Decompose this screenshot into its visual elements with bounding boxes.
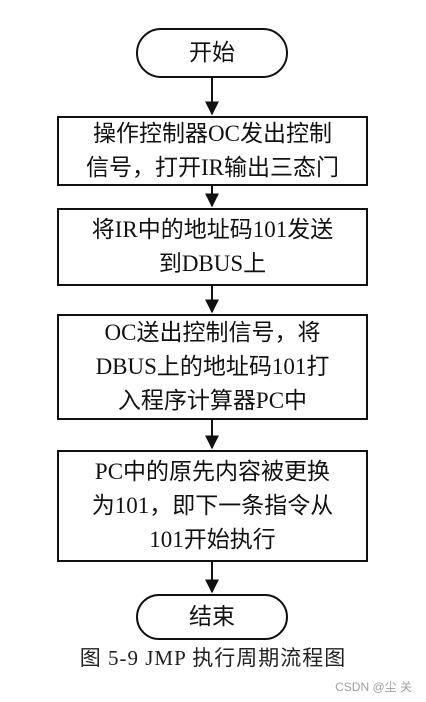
end-terminal: 结束	[136, 594, 288, 640]
end-label: 结束	[189, 604, 235, 629]
process-step-4-text: PC中的原先内容被更换 为101，即下一条指令从 101开始执行	[91, 459, 334, 552]
process-step-2: 将IR中的地址码101发送 到DBUS上	[57, 208, 368, 286]
process-step-2-text: 将IR中的地址码101发送 到DBUS上	[91, 217, 334, 276]
figure-caption: 图 5-9 JMP 执行周期流程图	[79, 646, 347, 670]
watermark: CSDN @尘 关	[335, 680, 412, 694]
start-terminal: 开始	[136, 28, 288, 78]
start-label: 开始	[189, 40, 235, 65]
process-step-1-text: 操作控制器OC发出控制 信号，打开IR输出三态门	[86, 121, 339, 180]
process-step-1: 操作控制器OC发出控制 信号，打开IR输出三态门	[57, 116, 368, 186]
process-step-4: PC中的原先内容被更换 为101，即下一条指令从 101开始执行	[57, 450, 368, 562]
process-step-3-text: OC送出控制信号，将 DBUS上的地址码101打 入程序计算器PC中	[95, 320, 330, 413]
process-step-3: OC送出控制信号，将 DBUS上的地址码101打 入程序计算器PC中	[57, 314, 368, 420]
